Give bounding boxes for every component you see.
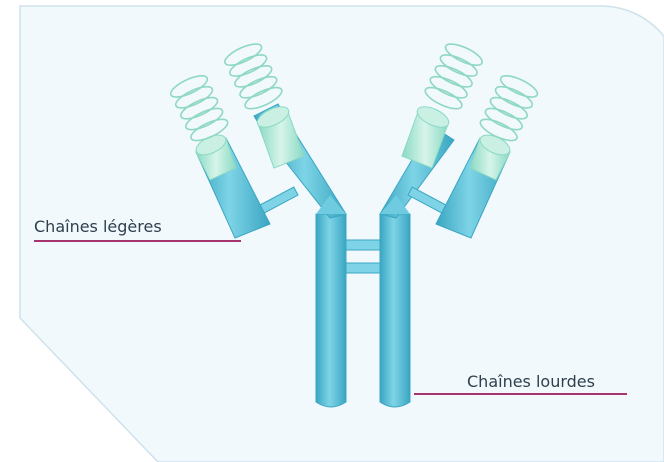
- heavy-chains-leader-line: [414, 393, 627, 395]
- light-chains-label: Chaînes légères: [34, 217, 162, 237]
- heavy-chains-label: Chaînes lourdes: [467, 372, 595, 392]
- light-chains-leader-line: [34, 240, 241, 242]
